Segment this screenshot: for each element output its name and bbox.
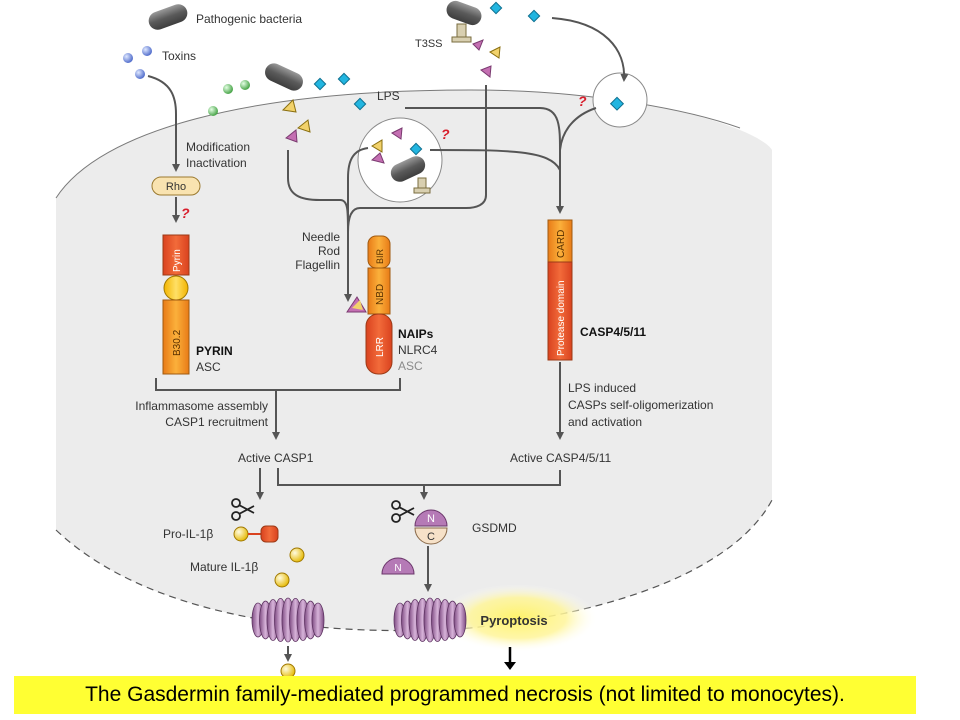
- casp4511-label: CASP4/5/11: [580, 325, 646, 339]
- question-mark-vacuole: ?: [441, 126, 450, 142]
- scissors-icon: [231, 498, 255, 521]
- question-mark-rho: ?: [181, 205, 190, 221]
- effector-triangle-icon: [284, 129, 298, 143]
- pyrin-protein: [162, 234, 190, 375]
- lps-vesicle-icon: [609, 96, 625, 111]
- card-domain-label: CARD: [556, 230, 567, 258]
- toxin-icon: [123, 53, 133, 63]
- lps-induced-line3: and activation: [568, 415, 642, 429]
- arrow-vacuole-casp: [429, 149, 561, 171]
- modified-toxin-icon: [240, 80, 250, 90]
- effector-triangle-icon: [370, 152, 385, 164]
- effector-triangle-icon: [371, 139, 383, 153]
- rho-node: [151, 176, 201, 196]
- pyroptosis-label: Pyroptosis: [480, 613, 547, 628]
- modified-toxin-icon: [208, 106, 218, 116]
- gsdmd-n-fragment: [381, 557, 415, 575]
- gsdmd-n-label: N: [427, 513, 435, 525]
- arrow-caption-head: [504, 662, 516, 670]
- active-casp4511-label: Active CASP4/5/11: [510, 451, 611, 465]
- arrow-lps-vesicle: [551, 17, 629, 82]
- effector-triangle-icon: [391, 127, 403, 140]
- label-inactivation: Inactivation: [186, 156, 247, 170]
- gsdmd-label: GSDMD: [472, 521, 517, 535]
- modified-toxin-icon: [223, 84, 233, 94]
- label-lps: LPS: [377, 89, 400, 103]
- effector-triangle-icon: [281, 99, 297, 113]
- inflammasome-line2: CASP1 recruitment: [165, 415, 268, 429]
- label-needle: Needle: [302, 230, 340, 244]
- pore-subunit: [311, 602, 325, 638]
- lps-diamond-icon: [337, 72, 351, 86]
- il1b-prodomain-icon: [260, 525, 279, 543]
- gsdmd-c-label: C: [427, 531, 435, 543]
- b302-domain-label: B30.2: [172, 329, 183, 356]
- nlrc4-label: NLRC4: [398, 343, 438, 357]
- lps-diamond-icon: [527, 9, 541, 23]
- casp4511-protein: [547, 219, 573, 361]
- il1b-mature-part-icon: [233, 526, 249, 542]
- gasdermin-pore-left: [251, 597, 325, 643]
- rho-label: Rho: [166, 181, 186, 193]
- lps-diamond-icon: [313, 77, 327, 91]
- label-flagellin: Flagellin: [295, 258, 340, 272]
- pyrin-domain-label: Pyrin: [172, 249, 183, 272]
- line-casp-join: [277, 468, 561, 486]
- arrow-vesicle-casp: [559, 107, 597, 151]
- vacuole-bacterium-icon: [390, 156, 431, 194]
- effector-triangle-icon: [480, 65, 492, 78]
- mature-il1b-icon: [289, 547, 305, 563]
- gsdmd-protein: [414, 509, 448, 545]
- bir-domain-label: BIR: [375, 248, 385, 264]
- toxin-icon: [135, 69, 145, 79]
- gsdmd-n-fragment-label: N: [394, 563, 401, 574]
- toxin-icon: [142, 46, 152, 56]
- cell-body: [56, 90, 772, 631]
- gasdermin-pore-right: [393, 597, 467, 643]
- label-pathogenic-bacteria: Pathogenic bacteria: [196, 12, 302, 26]
- mature-il1b-label: Mature IL-1β: [190, 560, 258, 574]
- effector-triangle-icon: [296, 119, 311, 133]
- t3ss-bacterium-icon: [446, 0, 482, 43]
- inflammasome-line1: Inflammasome assembly: [135, 399, 268, 413]
- bacterium-legend-icon: [148, 4, 188, 30]
- pore-subunit: [453, 602, 467, 638]
- label-modification: Modification: [186, 140, 250, 154]
- lps-diamond-icon: [409, 142, 423, 156]
- arrow-vacuole-naips: [347, 147, 369, 232]
- pyrin-complex-label: PYRIN: [196, 344, 233, 358]
- nbd-domain-label: NBD: [375, 284, 386, 305]
- naip-asc-label: ASC: [398, 359, 423, 373]
- cell-membrane: [55, 89, 741, 199]
- lps-diamond-icon: [353, 97, 367, 111]
- scissors-icon: [391, 500, 415, 523]
- lps-diamond-icon: [489, 1, 503, 15]
- effector-triangle-icon: [489, 46, 501, 59]
- pro-il1b-label: Pro-IL-1β: [163, 527, 213, 541]
- naips-label: NAIPs: [398, 327, 434, 341]
- caption-banner: The Gasdermin family-mediated programmed…: [14, 676, 916, 714]
- protease-domain-label: Protease domain: [556, 280, 567, 356]
- effector-triangle-icon: [472, 39, 484, 51]
- label-t3ss: T3SS: [415, 38, 443, 50]
- bracket-inflammasome: [155, 378, 401, 391]
- label-rod: Rod: [318, 244, 340, 258]
- label-toxins: Toxins: [162, 49, 196, 63]
- bound-ligand-icon: [352, 300, 363, 310]
- arrow-toxins-rho: [147, 75, 180, 172]
- lps-induced-line1: LPS induced: [568, 381, 636, 395]
- mature-il1b-icon: [274, 572, 290, 588]
- lrr-domain-label: LRR: [375, 337, 386, 357]
- pyroptosis-glow: [438, 584, 598, 652]
- pyrin-asc-label: ASC: [196, 360, 221, 374]
- question-mark-vesicle: ?: [578, 93, 587, 109]
- caption-text: The Gasdermin family-mediated programmed…: [85, 683, 845, 706]
- lps-induced-line2: CASPs self-oligomerization: [568, 398, 713, 412]
- naip-protein: [365, 235, 393, 375]
- active-casp1-label: Active CASP1: [238, 451, 314, 465]
- cytosolic-bacterium-icon: [265, 63, 303, 91]
